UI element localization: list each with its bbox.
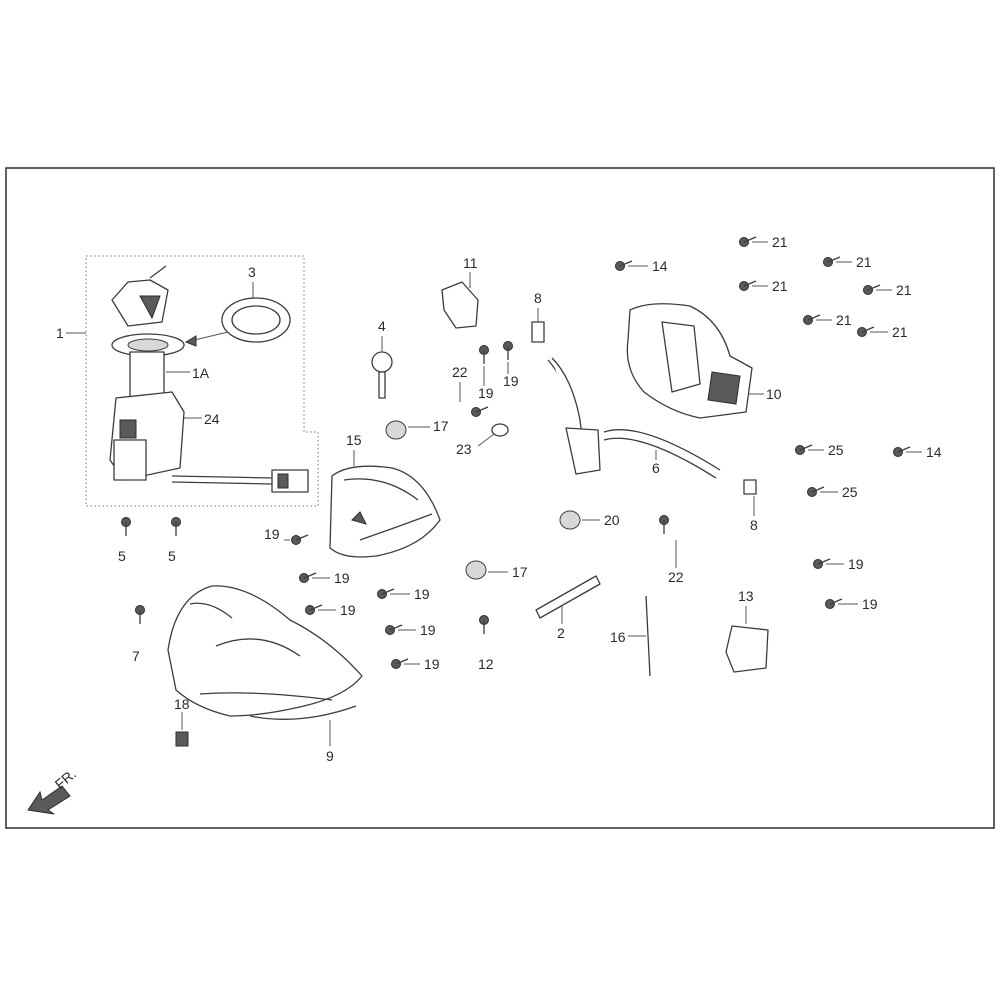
nut-17-lower [465,560,487,580]
callout-1a: 1A [192,365,210,381]
callout-25b: 25 [842,484,858,500]
callout-8-upper: 8 [534,290,542,306]
screw-19d: 19 [377,586,430,602]
callout-7: 7 [132,648,140,664]
callout-8-lower: 8 [750,517,758,533]
switch-unit [441,281,479,329]
callout-3: 3 [248,264,256,280]
callout-5b: 5 [168,548,176,564]
screw-7 [135,605,145,624]
screw-5b [171,517,181,536]
callout-13: 13 [738,588,754,604]
screw-19h: 19 [825,596,878,612]
handlebar-rear-cover [626,303,753,419]
handlebar-tube [547,357,721,479]
screw-5a [121,517,131,536]
bolt-8-lower [743,479,757,495]
callout-14a: 14 [652,258,668,274]
grommet [175,731,189,747]
callout-15: 15 [346,432,362,448]
callout-22-lower: 22 [668,569,684,585]
callout-19a: 19 [264,526,280,542]
callout-6: 6 [652,460,660,476]
callout-19i: 19 [478,385,494,401]
callout-11: 11 [463,255,478,271]
callout-labels: 1 1A 3 24 4 11 8 15 5 5 7 18 9 12 2 16 1… [56,255,782,764]
screw-21c: 21 [739,278,788,294]
screw-25a: 25 [795,442,844,458]
screw-19e: 19 [385,622,436,638]
callout-14b: 14 [926,444,942,460]
washer [491,423,509,437]
callout-19f: 19 [424,656,440,672]
screw-19f: 19 [391,656,440,672]
front-marker-label: FR. [52,766,80,793]
screw-14b: 14 [893,444,942,460]
callout-19d: 19 [414,586,430,602]
screw-19a: 19 [264,526,309,545]
callout-5a: 5 [118,548,126,564]
windshield-visor [329,465,441,558]
front-direction-marker: FR. [27,766,80,815]
callout-17-lower: 17 [512,564,528,580]
callout-21d: 21 [896,282,912,298]
callout-21e: 21 [836,312,852,328]
callout-18: 18 [174,696,190,712]
callout-21c: 21 [772,278,788,294]
screw-19c: 19 [305,602,356,618]
screw-19b: 19 [299,570,350,586]
ignition-lock-assembly [85,255,319,507]
callout-2: 2 [557,625,565,641]
callout-25a: 25 [828,442,844,458]
rod [645,595,651,677]
callout-19e: 19 [420,622,436,638]
screw-21d: 21 [863,282,912,298]
screw-19g: 19 [813,556,864,572]
callout-9: 9 [326,748,334,764]
callout-19h: 19 [862,596,878,612]
callout-20: 20 [604,512,620,528]
screw-21a: 21 [739,234,788,250]
callout-16: 16 [610,629,626,645]
callout-17-upper: 17 [433,418,449,434]
callout-21b: 21 [856,254,872,270]
bracket-plate [535,575,601,619]
screw-25b: 25 [807,484,858,500]
key [371,351,393,399]
bolt-8-upper [531,321,545,343]
screw-21f: 21 [857,324,908,340]
callout-10: 10 [766,386,782,402]
diagram-frame [5,167,995,829]
screw-21e: 21 [803,312,852,328]
callout-4: 4 [378,318,386,334]
connector-bracket [725,625,769,673]
front-cover [167,585,363,720]
callout-1: 1 [56,325,64,341]
callout-12: 12 [478,656,494,672]
nut-17-upper [385,420,407,440]
screw-21b: 21 [823,254,872,270]
screw-12 [479,615,489,634]
screw-22b [659,515,669,534]
screw-19i: 19 [478,345,494,401]
callout-19b: 19 [334,570,350,586]
callout-21a: 21 [772,234,788,250]
callout-24: 24 [204,411,220,427]
callout-19c: 19 [340,602,356,618]
screw-19j: 19 [503,341,519,389]
callout-19j: 19 [503,373,519,389]
screw-22a [471,406,489,417]
callout-23: 23 [456,441,472,457]
callout-21f: 21 [892,324,908,340]
screw-14a: 14 [615,258,668,274]
nut [559,510,581,530]
callout-22-upper: 22 [452,364,468,380]
callout-19g: 19 [848,556,864,572]
